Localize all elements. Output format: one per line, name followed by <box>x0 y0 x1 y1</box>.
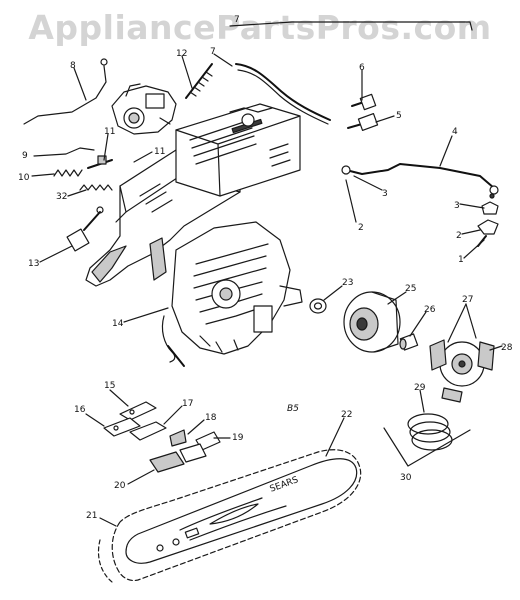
fuel-hose <box>235 63 331 121</box>
bolt-6 <box>351 93 377 111</box>
cylinder-block <box>175 103 301 197</box>
guide-bar <box>125 458 358 564</box>
callout-32: 32 <box>56 192 67 202</box>
clutch-drum <box>343 291 401 353</box>
callout-3: 3 <box>454 201 460 211</box>
throttle-rod-eye <box>100 58 108 66</box>
top-bracket-line <box>229 21 473 31</box>
clutch-hub <box>429 339 495 403</box>
throttle-rod <box>23 65 107 125</box>
callout-2b: 2 <box>358 223 364 233</box>
bushing <box>399 333 419 351</box>
callout-17: 17 <box>182 399 193 409</box>
callout-30: 30 <box>400 473 412 483</box>
callout-2: 2 <box>456 231 462 241</box>
callout-25: 25 <box>405 284 416 294</box>
callout-16: 16 <box>74 405 86 415</box>
engine-assembly <box>149 221 303 367</box>
callout-14: 14 <box>112 319 124 329</box>
callout-11: 11 <box>104 127 115 137</box>
mixture-screw <box>87 155 113 169</box>
washer <box>309 298 327 314</box>
callout-23: 23 <box>342 278 353 288</box>
callout-12: 12 <box>176 49 187 59</box>
callout-27: 27 <box>462 295 473 305</box>
fuel-filter <box>66 206 104 252</box>
callout-29: 29 <box>414 383 426 393</box>
fuel-hose-inner <box>237 69 329 125</box>
callout-28: 28 <box>501 343 513 353</box>
chain-drive-segment <box>97 539 113 583</box>
callout-6: 6 <box>359 63 365 73</box>
callout-5: 5 <box>396 111 402 121</box>
leader-lines <box>31 53 503 527</box>
choke-rod <box>33 147 95 157</box>
callout-7b: 7 <box>210 47 216 57</box>
watermark: AppliancePartsPros.com <box>28 8 492 47</box>
diagram-code: B5 <box>287 404 299 414</box>
clutch-set-bracket <box>383 427 471 467</box>
callout-1: 1 <box>458 255 464 265</box>
callout-13: 13 <box>28 259 39 269</box>
callout-3b: 3 <box>382 189 388 199</box>
saw-chain <box>111 449 362 582</box>
chain-links <box>103 401 221 473</box>
callout-21: 21 <box>86 511 97 521</box>
bolt-5 <box>347 113 379 131</box>
callout-10: 10 <box>18 173 30 183</box>
fuel-line <box>341 163 499 195</box>
spring-32 <box>79 184 113 191</box>
callout-7: 7 <box>234 15 240 25</box>
callout-11b: 11 <box>154 147 165 157</box>
long-screw <box>185 63 213 99</box>
callout-19: 19 <box>232 433 244 443</box>
callout-22: 22 <box>341 410 352 420</box>
callout-8: 8 <box>70 61 76 71</box>
callout-9: 9 <box>22 151 28 161</box>
fitting-parts <box>477 193 499 247</box>
carburetor <box>111 83 177 135</box>
callout-18: 18 <box>205 413 217 423</box>
callout-26: 26 <box>424 305 436 315</box>
callout-15: 15 <box>104 381 115 391</box>
idle-screw-spring <box>53 169 83 177</box>
callout-20: 20 <box>114 481 126 491</box>
callout-4: 4 <box>452 127 458 137</box>
